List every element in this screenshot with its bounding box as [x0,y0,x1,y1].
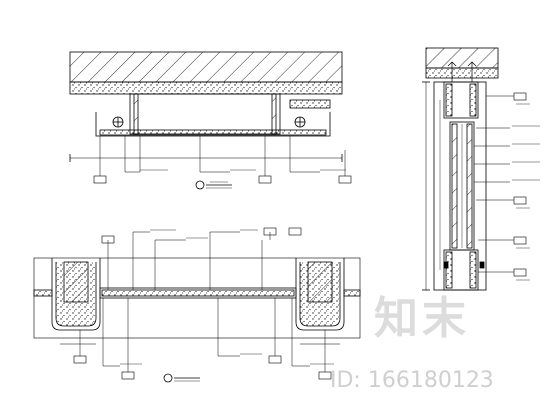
lower-box [443,249,479,291]
pier-right-outline [295,258,345,331]
anchor-bolts [447,61,477,82]
top-slab-hatch [425,47,499,69]
ceiling-panel-outline [95,112,331,137]
section-marker [195,180,205,190]
section-boundary [33,257,361,339]
pier-left-core [63,261,89,303]
section-right-vertical [422,47,540,291]
upper-box [443,81,479,119]
ceiling-frame [129,93,281,135]
tag-boxes-right [513,92,527,277]
top-slab-concrete [425,67,499,79]
section-bottom-left [33,227,361,383]
tag-boxes-top-left [93,175,352,184]
ceiling-board [99,129,327,136]
leader-lines-bottom-down [79,298,326,372]
leader-lines-right [474,95,514,273]
beam-fill [101,289,295,297]
frame-post-right [271,93,277,135]
section-marker [163,373,173,383]
pier-right-core [307,261,333,303]
annotation-marks [512,103,540,281]
beam-end-right [343,289,361,297]
section-top-left [69,51,352,190]
beam-main [99,287,297,299]
side-block-right [289,99,331,109]
tag-boxes-bottom-left [73,227,332,380]
slab-hatch [69,51,343,83]
frame-post-left [133,93,139,135]
annotation-marks [120,229,334,365]
beam-end-left [33,289,53,297]
leader-lines-top-left [99,136,346,176]
concrete-layer [69,81,343,95]
annotation-marks [140,169,346,183]
leader-lines-bottom-up [107,231,271,290]
pier-left-outline [51,258,101,331]
